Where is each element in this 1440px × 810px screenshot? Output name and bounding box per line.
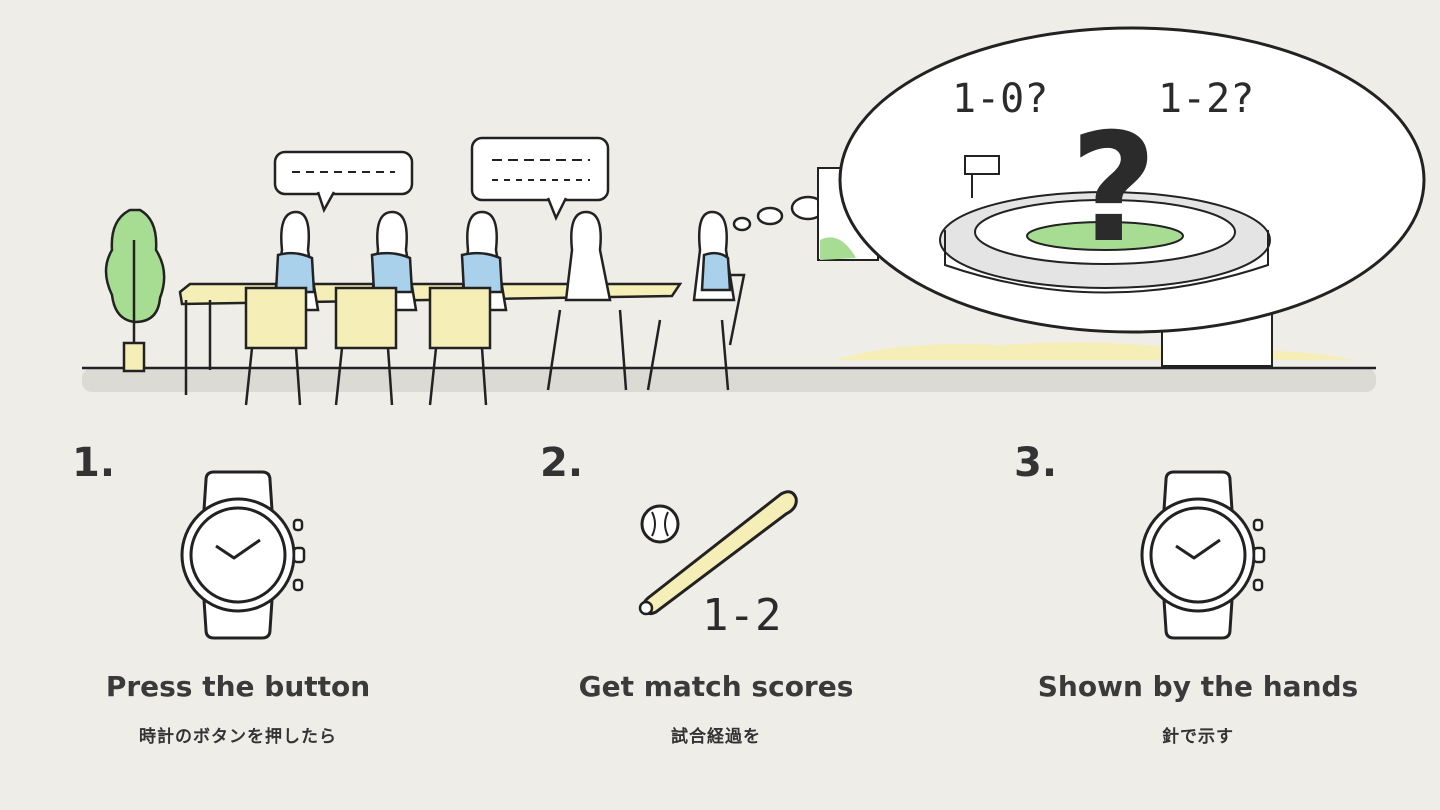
- watch-icon: [168, 470, 308, 644]
- step-number: 3.: [1014, 440, 1058, 486]
- step-2: 2. 1-2 Get match scores 試合経過を: [506, 440, 926, 780]
- plant-icon: [104, 208, 166, 373]
- ground-strip: [82, 368, 1376, 392]
- speech-bubble-left: [273, 150, 414, 214]
- person-2: [334, 210, 418, 406]
- speech-bubble-right: [470, 136, 610, 222]
- score-label: 1-2: [702, 590, 781, 640]
- person-1: [244, 210, 320, 406]
- stadium-icon: [939, 155, 1271, 294]
- step-subtitle: 時計のボタンを押したら: [139, 727, 337, 747]
- step-title: Get match scores: [578, 670, 854, 703]
- question-mark-icon: ?: [1070, 102, 1157, 276]
- step-1: 1. Press the button 時計のボタンを押したら: [28, 440, 448, 780]
- step-title: Press the button: [105, 670, 371, 703]
- step-subtitle: 試合経過を: [671, 727, 761, 747]
- person-3: [428, 210, 508, 406]
- baseball-bat-icon: 1-2: [626, 480, 806, 644]
- step-title: Shown by the hands: [1037, 670, 1359, 703]
- step-number: 2.: [540, 440, 584, 486]
- person-5: [646, 210, 746, 391]
- meeting-scene-drawing: ? 1-0? 1-2?: [82, 26, 1426, 406]
- floor-patch: [835, 342, 1355, 360]
- step-subtitle: 針で示す: [1162, 727, 1234, 747]
- watch-icon: [1128, 470, 1268, 644]
- thought-dot: [756, 206, 784, 226]
- step-number: 1.: [72, 440, 116, 486]
- thought-score-1: 1-0?: [952, 76, 1048, 122]
- thought-dot: [732, 216, 752, 232]
- thought-score-2: 1-2?: [1158, 76, 1254, 122]
- person-4: [546, 210, 628, 391]
- meeting-illustration: ? 1-0? 1-2?: [82, 26, 1426, 406]
- step-3: 3. Shown by the hands 針で示す: [988, 440, 1408, 780]
